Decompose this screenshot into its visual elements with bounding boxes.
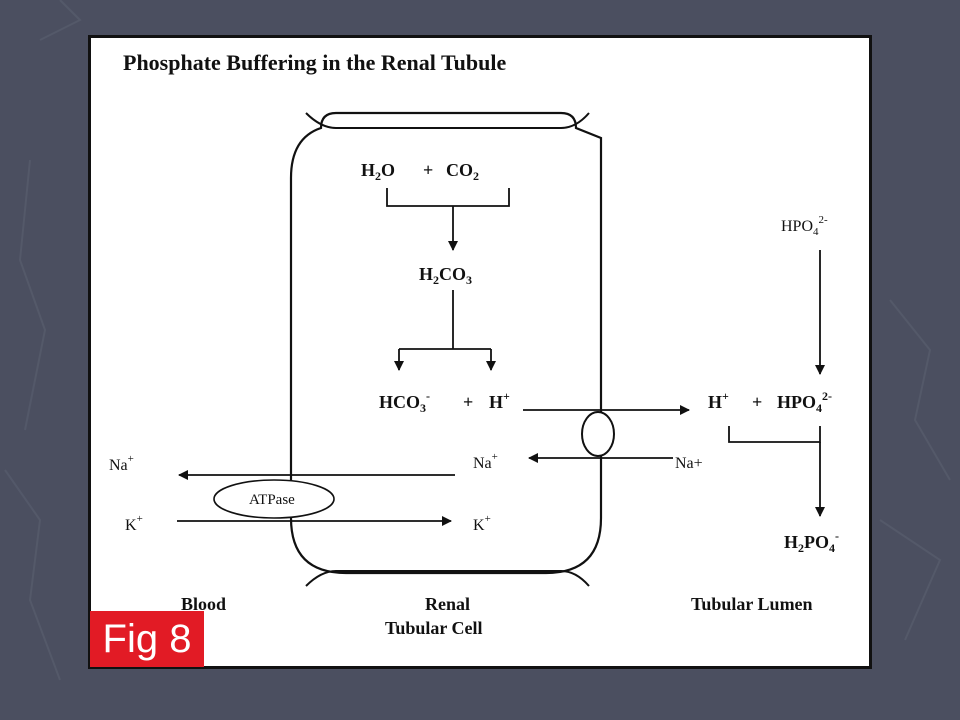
blood-sodium: Na+ [109, 453, 134, 474]
lumen-sodium: Na+ [675, 455, 703, 472]
top-brace [305, 112, 590, 129]
bicarbonate: HCO3- [379, 389, 430, 415]
figure-number-badge: Fig 8 [90, 611, 204, 667]
figure-panel: Phosphate Buffering in the Renal Tubule … [88, 35, 872, 669]
lumen-hpo4-top: HPO42- [781, 214, 828, 238]
renal-phosphate-diagram: Phosphate Buffering in the Renal Tubule … [109, 50, 839, 638]
atpase-pump [213, 479, 335, 519]
region-cell-line2: Tubular Cell [385, 618, 483, 638]
lumen-proton: H+ [708, 389, 729, 412]
cell-proton: H+ [489, 389, 510, 412]
plus-sign-2: + [463, 392, 473, 412]
lumen-plus: + [752, 392, 762, 412]
region-cell-line1: Renal [425, 594, 470, 614]
region-lumen: Tubular Lumen [691, 594, 813, 614]
carbonic-acid: H2CO3 [419, 264, 472, 287]
cell-sodium: Na+ [473, 451, 498, 472]
cell-potassium: K+ [473, 513, 491, 534]
lumen-hpo4-mid: HPO42- [777, 389, 832, 415]
antiporter-oval [581, 411, 615, 457]
lumen-combine-bracket [728, 426, 821, 443]
reactant-co2: CO2 [446, 160, 479, 183]
atpase-label: ATPase [249, 492, 295, 508]
plus-sign-1: + [423, 160, 433, 180]
reactant-h2o: H2O [361, 160, 395, 183]
combine-bracket [386, 188, 510, 207]
bottom-brace [305, 570, 590, 587]
diagram-title: Phosphate Buffering in the Renal Tubule [123, 50, 506, 75]
blood-potassium: K+ [125, 513, 143, 534]
region-blood: Blood [181, 594, 226, 614]
lumen-h2po4: H2PO4- [784, 529, 839, 555]
cell-membrane [289, 111, 603, 575]
